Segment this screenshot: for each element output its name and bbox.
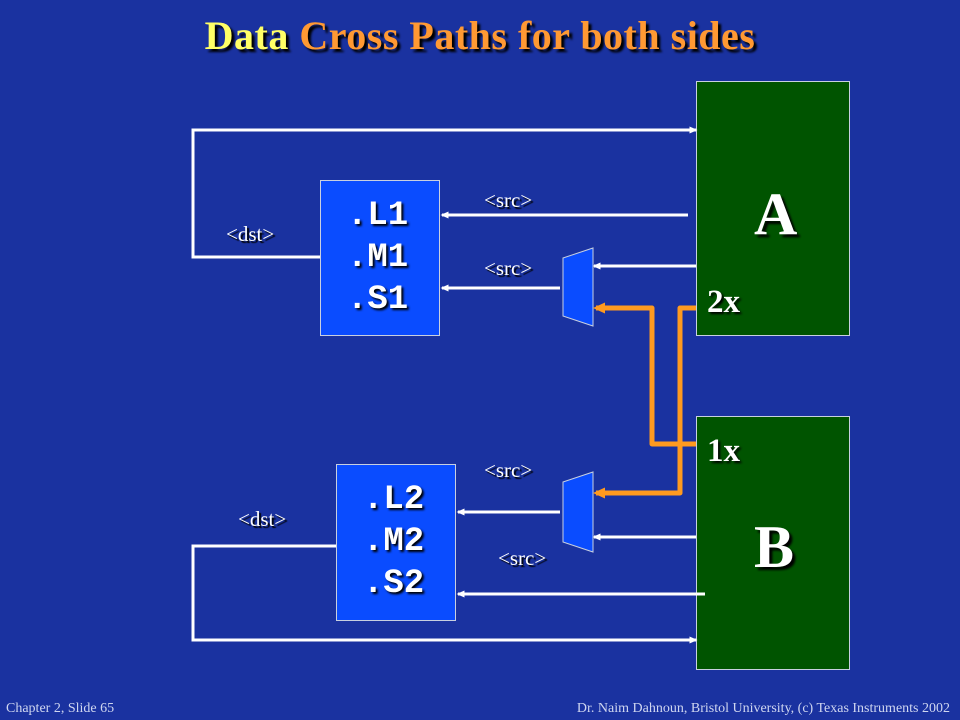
dst-path-unit2 — [191, 544, 698, 644]
unit2-line: .M2 — [363, 523, 425, 561]
title-main: Data — [204, 13, 289, 58]
cross-path-1x — [593, 302, 696, 447]
unit1-src-tag-top: <src> — [484, 188, 533, 212]
unit1-src-tag-bottom: <src> — [484, 256, 533, 280]
footer-credit: Dr. Naim Dahnoun, Bristol University, (c… — [576, 701, 950, 716]
register-b-cross-label: 1x — [707, 433, 740, 469]
cross-path-2x — [593, 305, 696, 499]
register-file-a: A 2x — [696, 81, 850, 336]
unit2-dst-tag: <dst> — [238, 507, 287, 531]
unit2-src-tag-bottom: <src> — [498, 546, 547, 570]
mux-2 — [562, 471, 594, 553]
mux-1 — [562, 247, 594, 327]
unit1-dst-tag: <dst> — [226, 222, 275, 246]
register-a-letter: A — [754, 181, 798, 247]
unit1-line: .M1 — [347, 239, 409, 277]
unit1-line: .S1 — [347, 281, 409, 319]
functional-unit-2: .L2 .M2 .S2 — [336, 464, 456, 621]
unit2-line: .L2 — [363, 481, 425, 519]
footer-slide-number: Chapter 2, Slide 65 — [6, 701, 115, 716]
title-accent: Cross Paths for both sides — [299, 13, 756, 58]
register-b-letter: B — [754, 514, 795, 580]
functional-unit-1: .L1 .M1 .S1 — [320, 180, 440, 336]
slide-title: Data Cross Paths for both sides — [0, 12, 960, 59]
register-a-cross-label: 2x — [707, 284, 740, 320]
dst-path-unit1 — [191, 126, 698, 259]
register-file-b: 1x B — [696, 416, 850, 670]
unit2-line: .S2 — [363, 565, 425, 603]
unit2-src-tag-top: <src> — [484, 458, 533, 482]
unit1-line: .L1 — [347, 197, 409, 235]
